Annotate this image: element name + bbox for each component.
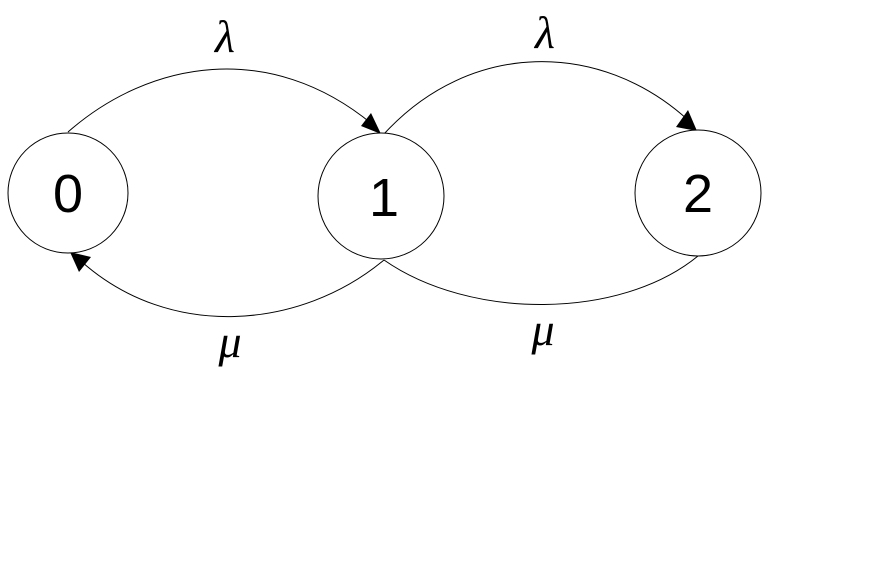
state-1-circle xyxy=(317,132,445,260)
transition-0-to-1: λ xyxy=(67,11,381,134)
edge-1-to-0 xyxy=(81,259,385,318)
transition-label-0-to-1: λ xyxy=(213,11,235,62)
arrowhead-1-to-0 xyxy=(70,252,91,272)
state-0-label: 0 xyxy=(53,164,83,224)
arrowhead-1-to-2 xyxy=(676,110,697,131)
transition-2-to-1: μ xyxy=(383,255,699,355)
arrowhead-0-to-1 xyxy=(361,113,381,134)
transition-label-2-to-1: μ xyxy=(530,304,554,355)
state-2: 2 xyxy=(634,129,762,257)
transition-1-to-2: λ xyxy=(383,7,697,135)
transition-label-1-to-2: λ xyxy=(533,7,555,58)
transition-1-to-0: μ xyxy=(70,252,385,367)
state-1: 1 xyxy=(317,132,445,260)
state-0: 0 xyxy=(7,132,129,254)
edge-2-to-1 xyxy=(383,255,699,305)
transition-label-1-to-0: μ xyxy=(217,316,241,367)
state-2-circle xyxy=(634,129,762,257)
state-0-circle xyxy=(7,132,129,254)
state-2-label: 2 xyxy=(683,164,713,224)
edge-1-to-2 xyxy=(383,61,689,135)
state-1-label: 1 xyxy=(369,168,399,228)
edge-0-to-1 xyxy=(67,68,373,133)
